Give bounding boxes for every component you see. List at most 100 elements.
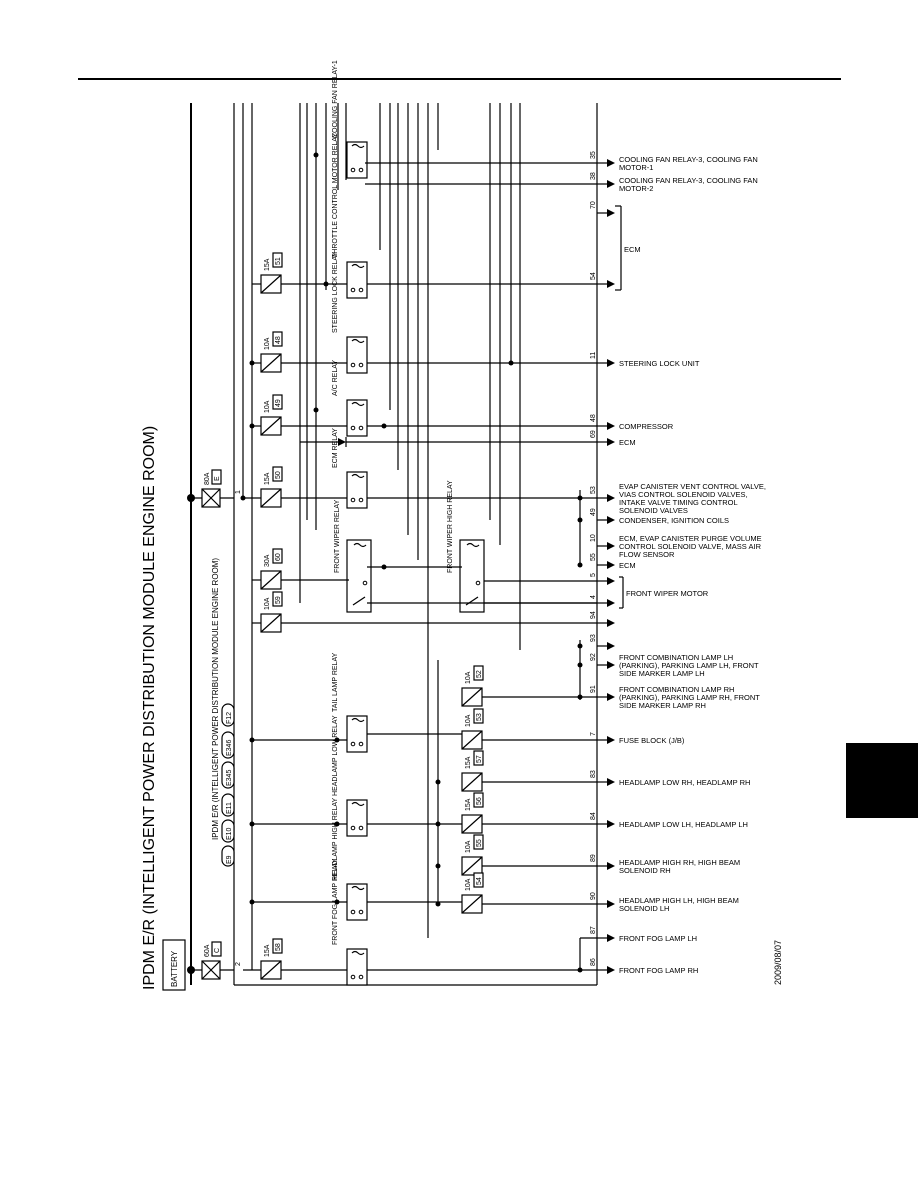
pin-number: 5	[590, 573, 597, 577]
contact	[350, 974, 356, 980]
arrow-icon	[607, 280, 615, 288]
junction-dot	[508, 360, 514, 366]
connector-pill: E9	[221, 845, 235, 867]
output-terminal: 4	[590, 595, 615, 607]
junction-dot	[240, 495, 246, 501]
contact	[350, 167, 356, 173]
pin-number: 91	[590, 685, 597, 693]
label-line: SIDE MARKER LAMP RH	[619, 701, 706, 710]
fuse-rating: 10A	[465, 714, 472, 727]
relay: THROTTLE CONTROL MOTOR RELAY	[332, 133, 368, 299]
output-label: ECM	[619, 561, 636, 570]
relay: ECM RELAY	[332, 428, 368, 509]
relay-label: COOLING FAN RELAY-1	[332, 60, 339, 138]
arrow-icon	[607, 862, 615, 870]
junction-dot	[577, 643, 583, 649]
battery-label: BATTERY	[170, 950, 179, 987]
junction-dot	[435, 821, 441, 827]
coil-symbol	[351, 950, 365, 956]
fuse-number-box	[473, 665, 484, 681]
junction-dot	[435, 863, 441, 869]
coil-symbol	[353, 542, 367, 548]
main-fuse-e: 80A E 1	[191, 469, 242, 508]
fuse-number-box	[473, 834, 484, 850]
relay: FRONT WIPER RELAY	[334, 499, 372, 613]
svg-text:E345: E345	[226, 770, 233, 786]
coil-symbol	[351, 338, 365, 344]
fuse-rating: 10A	[264, 337, 271, 350]
output-label: COMPRESSOR	[619, 422, 674, 431]
fuse-number-box	[272, 331, 283, 347]
relay-label: STEERING LOCK RELAY	[332, 251, 339, 333]
connector-pill: E11	[221, 793, 235, 817]
fuse-number: 59	[275, 596, 282, 604]
junction-dot	[334, 737, 340, 743]
arrow-icon	[607, 542, 615, 550]
contact	[358, 909, 364, 915]
pin-number: 83	[590, 770, 597, 778]
arrow-icon	[607, 561, 615, 569]
wiper-group-label: FRONT WIPER MOTOR	[626, 589, 709, 598]
relay-body	[346, 883, 368, 921]
fuse-element	[461, 856, 483, 876]
junction-dot	[577, 694, 583, 700]
relay-body	[346, 539, 372, 613]
junction-dot	[313, 152, 319, 158]
label-line: MOTOR-1	[619, 163, 653, 172]
relay-label: A/C RELAY	[332, 360, 339, 396]
svg-text:2: 2	[235, 962, 242, 966]
output-label: EVAP CANISTER VENT CONTROL VALVE,VIAS CO…	[619, 482, 766, 515]
fuse-number: 56	[476, 797, 483, 805]
relay-label: THROTTLE CONTROL MOTOR RELAY	[332, 133, 339, 258]
output-terminal: 54	[590, 272, 615, 288]
relay-body	[346, 336, 368, 374]
relay-body	[346, 471, 368, 509]
relay-body	[346, 799, 368, 837]
junction-dot	[577, 967, 583, 973]
svg-text:E9: E9	[226, 855, 233, 864]
arrow-icon	[607, 820, 615, 828]
relay-label: ECM RELAY	[332, 428, 339, 468]
diode-icon	[338, 438, 346, 446]
label-line: SOLENOID VALVES	[619, 506, 688, 515]
output-label: FRONT FOG LAMP RH	[619, 966, 698, 975]
arrow-icon	[607, 438, 615, 446]
pin-number: 84	[590, 812, 597, 820]
connector-pill: F12	[221, 703, 235, 727]
pin-number: 87	[590, 926, 597, 934]
contact	[362, 580, 368, 586]
label-line: EVAP CANISTER VENT CONTROL VALVE,	[619, 482, 766, 491]
coil-symbol	[351, 885, 365, 891]
diagram-date: 2009/08/07	[773, 940, 783, 985]
fuse-rating: 10A	[264, 400, 271, 413]
coil-symbol	[351, 401, 365, 407]
svg-text:80A: 80A	[204, 472, 211, 485]
label-line: HEADLAMP HIGH LH, HIGH BEAM	[619, 896, 739, 905]
junction-dot	[577, 495, 583, 501]
junction-dot	[249, 899, 255, 905]
contact	[358, 425, 364, 431]
fuse-number: 51	[275, 257, 282, 265]
label-line: MOTOR-2	[619, 184, 653, 193]
output-label: HEADLAMP LOW LH, HEADLAMP LH	[619, 820, 748, 829]
pin-number: 92	[590, 653, 597, 661]
svg-text:1: 1	[235, 490, 242, 494]
fuse-element	[260, 353, 282, 373]
fuse-number: 60	[275, 553, 282, 561]
arrow-icon	[607, 693, 615, 701]
relay: TAIL LAMP RELAY	[332, 652, 368, 753]
